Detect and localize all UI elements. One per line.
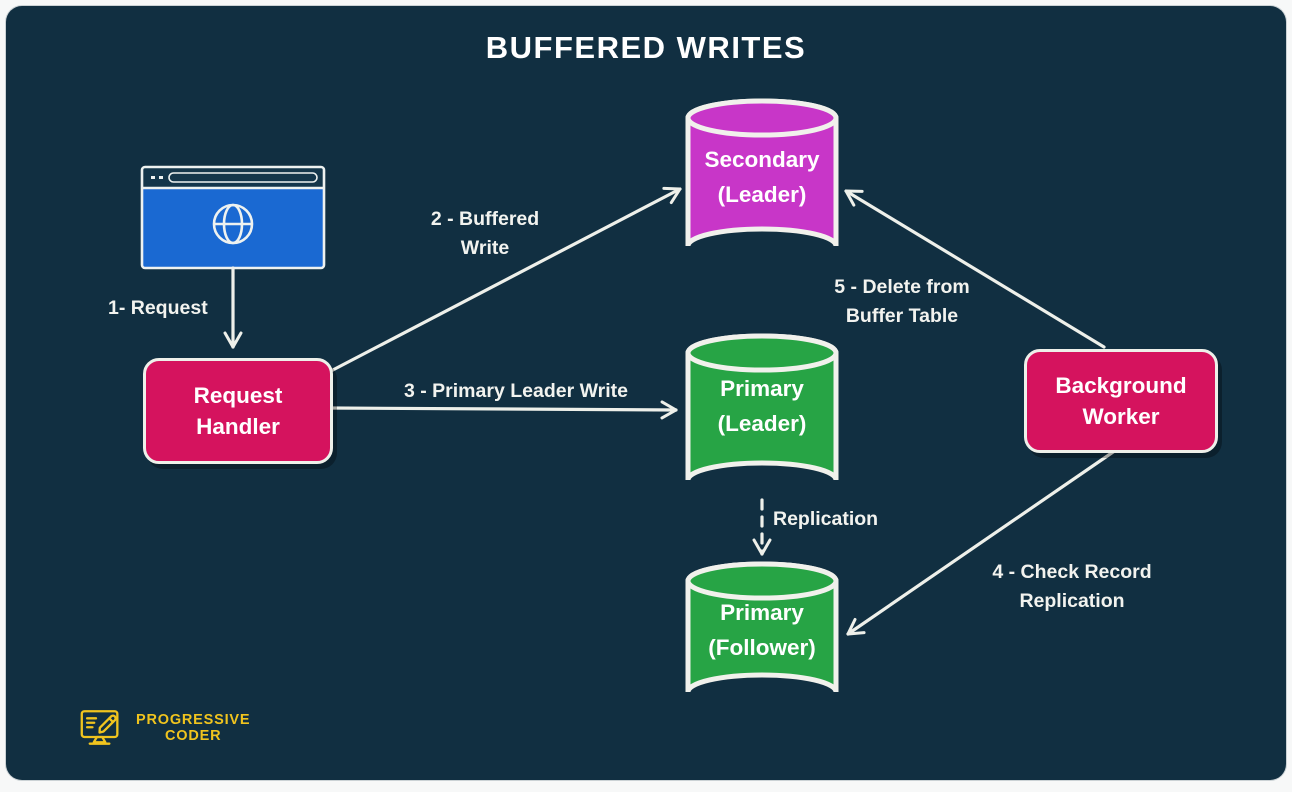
edge-label-buffered-write-line1: 2 - Buffered bbox=[430, 208, 540, 230]
primary-follower-label: Primary (Follower) bbox=[687, 596, 837, 666]
diagram-title: BUFFERED WRITES bbox=[485, 30, 807, 65]
logo-text: PROGRESSIVE CODER bbox=[136, 712, 251, 745]
edge-label-check-record-replication: 4 - Check Record Replication bbox=[972, 558, 1172, 617]
logo-text-line2: CODER bbox=[164, 728, 222, 744]
edge-label-primary-leader-write: 3 - Primary Leader Write bbox=[404, 380, 628, 402]
progressive-coder-logo: PROGRESSIVE CODER bbox=[80, 705, 250, 753]
edge-label-buffered-write: 2 - Buffered Write bbox=[410, 205, 560, 264]
edge-label-delete-from-buffer-line1: 5 - Delete from bbox=[834, 276, 970, 298]
secondary-leader-label-line1: Secondary bbox=[704, 147, 820, 172]
browser-globe-icon bbox=[140, 165, 326, 270]
edge-label-buffered-write-line2: Write bbox=[460, 237, 510, 260]
secondary-leader-label-line2: (Leader) bbox=[717, 181, 807, 207]
request-handler-label-line1: Request bbox=[193, 382, 283, 408]
node-request-handler: Request Handler bbox=[143, 358, 333, 464]
request-handler-label-line2: Handler bbox=[196, 414, 280, 439]
edge-label-request: 1- Request bbox=[108, 297, 208, 319]
diagram-panel: BUFFERED WRITES bbox=[6, 6, 1286, 780]
background-worker-label-line1: Background bbox=[1055, 372, 1187, 398]
primary-leader-label: Primary (Leader) bbox=[687, 372, 837, 442]
primary-follower-label-line1: Primary bbox=[720, 600, 804, 625]
node-background-worker: Background Worker bbox=[1024, 349, 1218, 453]
primary-follower-label-line2: (Follower) bbox=[708, 634, 816, 660]
edge-label-delete-from-buffer-line2: Buffer Table bbox=[845, 305, 959, 328]
edge-label-replication: Replication bbox=[773, 508, 879, 530]
edge-label-delete-from-buffer: 5 - Delete from Buffer Table bbox=[807, 273, 997, 332]
monitor-pencil-icon bbox=[80, 710, 119, 745]
edge-label-check-record-line2: Replication bbox=[1019, 590, 1125, 613]
primary-leader-label-line2: (Leader) bbox=[717, 410, 807, 436]
edge-primary-leader-write-arrow bbox=[327, 400, 678, 420]
background-worker-label-line2: Worker bbox=[1082, 404, 1160, 429]
secondary-leader-label: Secondary (Leader) bbox=[687, 143, 837, 213]
primary-leader-label-line1: Primary bbox=[720, 376, 804, 401]
logo-text-line1: PROGRESSIVE bbox=[136, 712, 251, 729]
edge-label-check-record-line1: 4 - Check Record bbox=[992, 561, 1152, 583]
